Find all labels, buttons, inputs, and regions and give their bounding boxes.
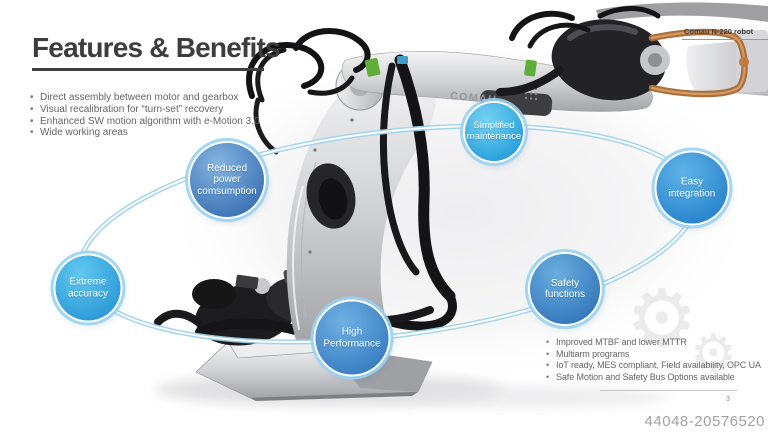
feature-bubble-simplified-maintenance: Simplified maintenance — [465, 103, 523, 161]
feature-bubble-easy-integration: Easy integration — [656, 152, 728, 224]
bullet-item: Improved MTBF and lower MTTR — [546, 337, 764, 349]
right-bullet-list: Improved MTBF and lower MTTR Multiarm pr… — [546, 337, 764, 383]
bullet-item: Wide working areas — [30, 127, 290, 139]
feature-bubble-safety-functions: Safety functions — [530, 254, 600, 324]
robot-connectors — [364, 56, 537, 77]
robot-upper-arm: COMAU — [341, 51, 653, 116]
feature-bubble-reduced-power: Reduced power comsumption — [190, 143, 264, 217]
bullet-item: Multiarm programs — [546, 349, 764, 361]
bullet-item: Enhanced SW motion algorithm with e-Moti… — [30, 116, 290, 128]
product-label: Comau N-220 robot — [684, 27, 754, 36]
bullet-item: Direct assembly between motor and gearbo… — [30, 92, 290, 104]
feature-bubble-extreme-accuracy: Extreme accuracy — [55, 255, 121, 321]
page-number: 3 — [726, 396, 730, 403]
title-underline — [32, 68, 264, 71]
product-label-line — [682, 39, 768, 40]
bullet-item: Visual recalibration for “turn-set” reco… — [30, 104, 290, 116]
footer-divider-line — [600, 390, 737, 391]
bullet-item: Safe Motion and Safety Bus Options avail… — [546, 372, 764, 384]
listing-watermark: 44048-20576520 — [644, 413, 765, 430]
welding-gun — [496, 2, 768, 101]
left-bullet-list: Direct assembly between motor and gearbo… — [30, 92, 290, 139]
robot-logo-text: COMAU — [450, 90, 498, 106]
page-title: Features & Benefits — [32, 32, 281, 63]
bullet-item: IoT ready, MES compliant, Field availabi… — [546, 360, 764, 372]
feature-bubble-high-performance: High Performance — [315, 301, 389, 375]
title-block: Features & Benefits — [32, 32, 281, 71]
